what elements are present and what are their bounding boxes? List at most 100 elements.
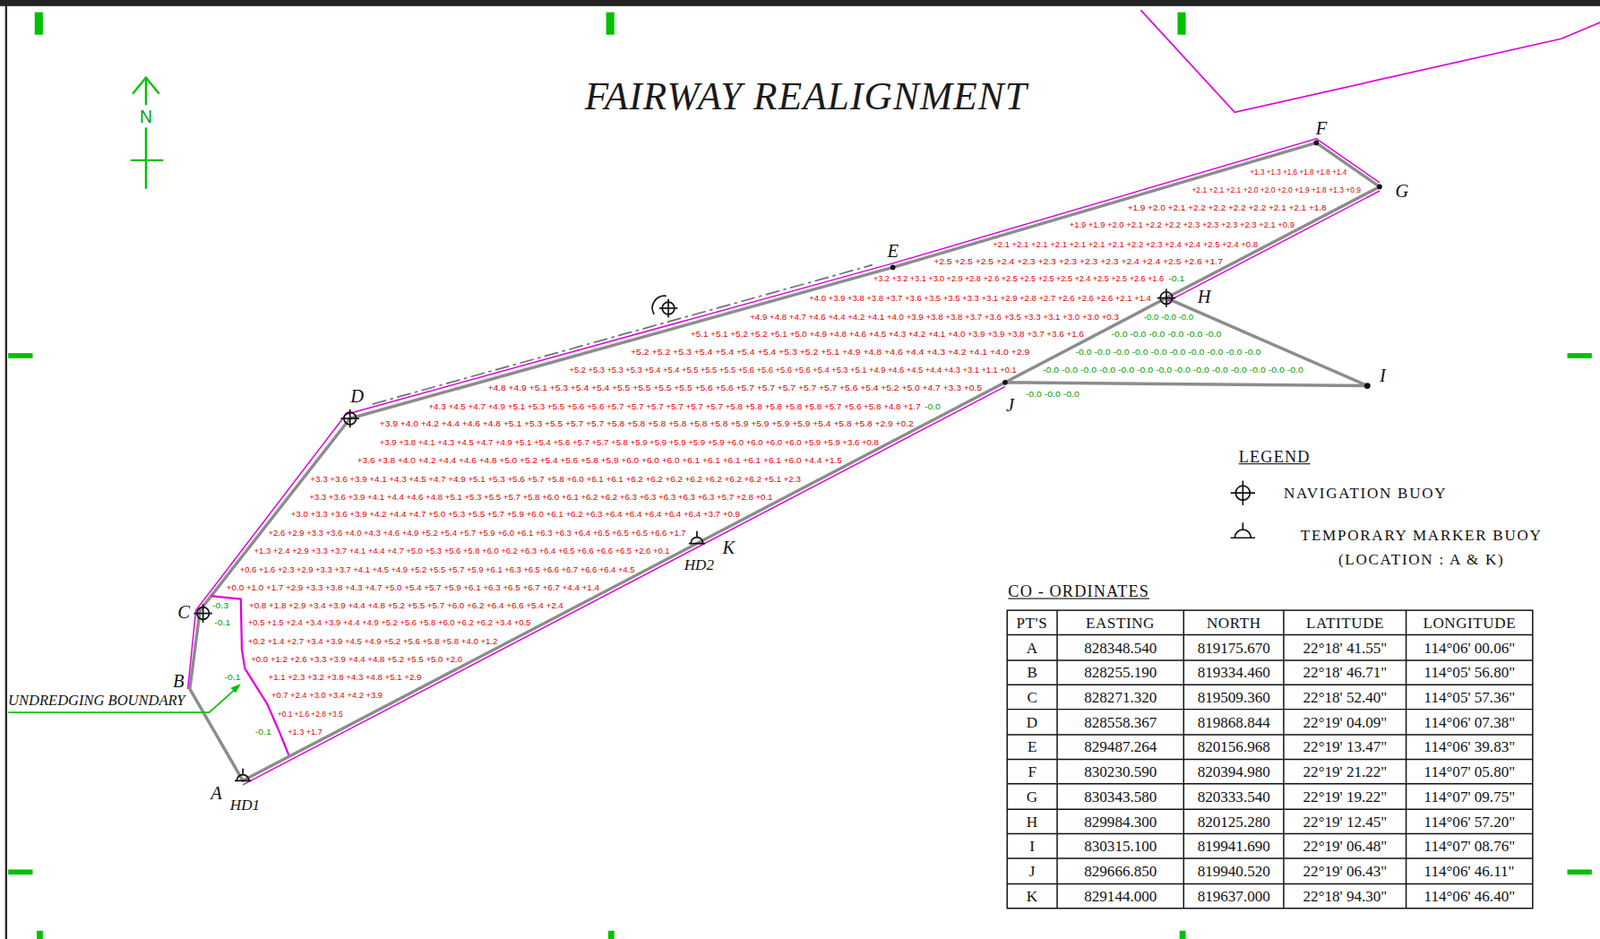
table-cell: 22°19' 04.09" xyxy=(1303,714,1388,731)
point-label: C xyxy=(177,602,190,622)
sheet-border xyxy=(5,0,8,939)
sounding-row: +2.1 +2.1 +2.1 +2.1 +2.1 +2.1 +2.1 +2.2 … xyxy=(992,239,1258,249)
buoy-id: HD1 xyxy=(230,797,260,813)
sounding-row: +3.2 +3.2 +3.1 +3.0 +2.9 +2.8 +2.6 +2.5 … xyxy=(873,274,1164,284)
temporary-marker-buoy xyxy=(1230,522,1256,538)
table-frame xyxy=(1006,610,1533,909)
table-rule xyxy=(1006,883,1533,885)
sounding-row: +0.0 +1.2 +2.6 +3.3 +3.9 +4.4 +4.8 +5.2 … xyxy=(250,654,463,664)
table-cell: LONGITUDE xyxy=(1422,615,1516,631)
buoy-cross xyxy=(1241,480,1244,505)
table-cell: 820333.540 xyxy=(1197,789,1271,805)
table-rule xyxy=(1006,684,1533,686)
grid-tick xyxy=(8,868,33,875)
north-arrow-shaft xyxy=(145,79,147,105)
table-cell: 819868.844 xyxy=(1197,714,1271,731)
sounding-row: +0.8 +1.8 +2.9 +3.4 +3.9 +4.4 +4.8 +5.2 … xyxy=(249,600,564,610)
sounding-row: +4.8 +4.9 +5.1 +5.3 +5.4 +5.4 +5.5 +5.5 … xyxy=(487,383,981,393)
boundary-line xyxy=(1140,9,1600,112)
table-cell: 114°06' 57.20" xyxy=(1424,814,1516,830)
north-arrow-bar xyxy=(130,159,164,162)
table-cell: 22°18' 94.30" xyxy=(1303,888,1388,904)
north-arrow xyxy=(130,77,164,190)
point-label: A xyxy=(210,783,223,803)
table-cell: 829666.850 xyxy=(1083,863,1157,879)
table-cell: K xyxy=(1026,888,1038,904)
table-cell: 114°07' 08.76" xyxy=(1424,838,1516,854)
map-title: FAIRWAY REALIGNMENT xyxy=(584,76,1028,115)
sheet-border xyxy=(0,0,1600,7)
table-cell: 829144.000 xyxy=(1083,888,1157,904)
sounding-row: +2.1 +2.1 +2.1 +2.0 +2.0 +2.0 +1.9 +1.8 … xyxy=(1191,185,1361,195)
sounding-undredged: -0.0 xyxy=(924,401,941,411)
sounding-row: +5.1 +5.1 +5.2 +5.2 +5.1 +5.0 +4.9 +4.8 … xyxy=(690,328,1084,338)
table-rule xyxy=(1006,833,1533,835)
table-rule xyxy=(1006,634,1533,636)
point-label: D xyxy=(350,387,364,406)
sounding-undredged: -0.0 -0.0 -0.0 xyxy=(1144,311,1194,321)
buoy-relocation-arrow xyxy=(652,295,667,315)
point-label: E xyxy=(886,241,899,261)
temporary-marker-buoy xyxy=(688,531,706,544)
point-mark xyxy=(890,265,896,271)
sounding-undredged: -0.0 -0.0 -0.0 xyxy=(1025,389,1080,399)
table-cell: 114°05' 56.80" xyxy=(1424,665,1516,681)
table-rule xyxy=(1006,659,1533,661)
sounding-row: +1.1 +2.3 +3.2 +3.8 +4.3 +4.8 +5.1 +2.9 xyxy=(268,671,422,681)
navigation-buoy xyxy=(1230,480,1256,505)
table-cell: 114°05' 57.36" xyxy=(1424,689,1516,706)
sounding-row: +3.3 +3.6 +3.9 +4.1 +4.4 +4.6 +4.8 +5.1 … xyxy=(309,492,773,502)
boundary-leader xyxy=(8,688,237,713)
table-cell: 820156.968 xyxy=(1197,739,1271,756)
table-cell: H xyxy=(1026,814,1038,830)
sounding-row: +1.3 +1.7 xyxy=(287,727,323,737)
table-cell: G xyxy=(1026,789,1038,805)
table-cell: 22°18' 52.40" xyxy=(1303,689,1388,706)
table-heading: CO - ORDINATES xyxy=(1007,584,1150,601)
table-rule xyxy=(1006,857,1533,859)
point-label: G xyxy=(1395,181,1410,201)
point-label: K xyxy=(722,538,735,558)
sounding-undredged: -0.0 -0.0 -0.0 -0.0 -0.0 -0.0 -0.0 -0.0 … xyxy=(1042,364,1304,374)
legend-text: NAVIGATION BUOY xyxy=(1283,485,1447,501)
buoy-id: HD2 xyxy=(684,556,714,572)
table-cell: PT'S xyxy=(1015,615,1048,631)
grid-tick xyxy=(34,12,44,35)
table-cell: 114°06' 46.40" xyxy=(1424,888,1516,904)
table-cell: E xyxy=(1027,739,1037,756)
dredge-limit xyxy=(188,138,1380,689)
grid-tick xyxy=(1567,352,1592,359)
table-rule xyxy=(1006,733,1533,735)
grid-ticks xyxy=(8,12,1592,939)
table-cell: LATITUDE xyxy=(1306,615,1385,631)
grid-tick xyxy=(8,352,33,359)
sounding-row: +3.6 +3.8 +4.0 +4.2 +4.4 +4.6 +4.8 +5.0 … xyxy=(357,455,843,465)
table-cell: 819175.670 xyxy=(1197,640,1271,656)
legend-heading: LEGEND xyxy=(1238,448,1311,465)
table-cell: 830343.580 xyxy=(1083,789,1157,805)
navigation-buoy xyxy=(193,603,213,623)
table-cell: I xyxy=(1029,838,1035,854)
grid-tick xyxy=(1177,12,1186,35)
buoy-cross xyxy=(349,409,352,429)
navigation-buoy xyxy=(340,409,360,429)
boundary-label: UNDREDGING BOUNDARY xyxy=(8,692,185,708)
grid-tick xyxy=(1567,868,1592,875)
table-cell: 114°07' 09.75" xyxy=(1424,789,1516,805)
table-cell: 828558.367 xyxy=(1083,714,1157,731)
sounding-row: +2.5 +2.5 +2.5 +2.4 +2.3 +2.3 +2.3 +2.3 … xyxy=(933,256,1223,266)
sounding-row: +0.0 +1.0 +1.7 +2.9 +3.3 +3.8 +4.3 +4.7 … xyxy=(226,583,600,593)
navigation-buoy xyxy=(652,295,678,318)
point-label: F xyxy=(1316,119,1328,138)
coordinate-table-grid xyxy=(1006,610,1533,909)
point-label: H xyxy=(1197,287,1212,307)
navigation-buoy xyxy=(1157,288,1177,308)
table-cell: 114°06' 46.11" xyxy=(1424,863,1515,879)
table-rule xyxy=(1006,808,1533,810)
table-cell: 22°19' 12.45" xyxy=(1303,814,1388,830)
table-cell: 22°19' 06.48" xyxy=(1303,838,1388,854)
sounding-row: +4.0 +3.9 +3.8 +3.8 +3.7 +3.6 +3.5 +3.5 … xyxy=(808,292,1152,302)
table-cell: 22°19' 13.47" xyxy=(1303,739,1388,756)
table-cell: J xyxy=(1029,863,1036,879)
